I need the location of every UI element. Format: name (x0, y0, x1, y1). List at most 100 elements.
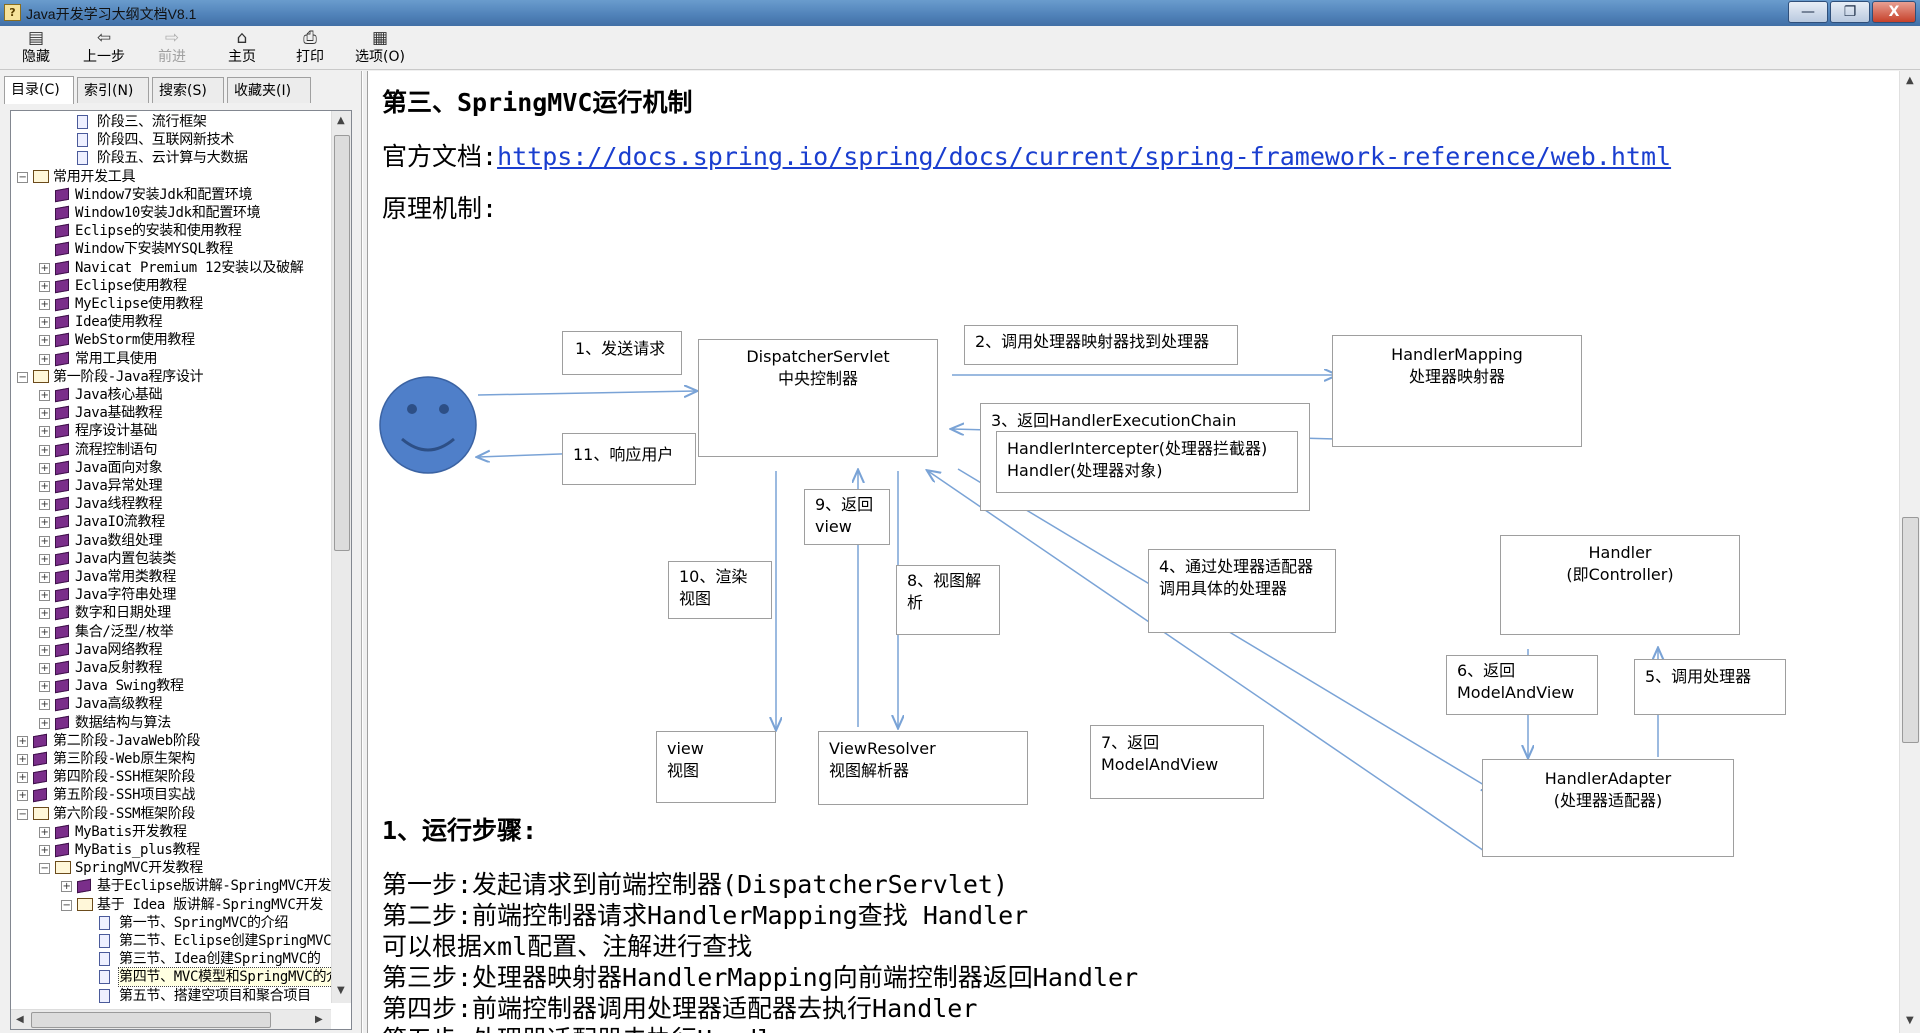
minimize-button[interactable]: — (1788, 1, 1828, 23)
expand-plus-icon[interactable]: + (39, 845, 50, 856)
scroll-left-icon[interactable]: ◀ (16, 1014, 24, 1025)
tree-node[interactable]: +Java核心基础 (11, 386, 331, 404)
tree-node[interactable]: −常用开发工具 (11, 168, 331, 186)
tree-node[interactable]: +Java数组处理 (11, 532, 331, 550)
tab-search[interactable]: 搜索(S) (152, 77, 224, 103)
expand-plus-icon[interactable]: + (39, 426, 50, 438)
expand-plus-icon[interactable]: + (39, 717, 50, 729)
content-scroll-down-icon[interactable]: ▼ (1906, 1015, 1914, 1026)
collapse-minus-icon[interactable]: − (61, 899, 72, 911)
tree-node[interactable]: 阶段五、云计算与大数据 (11, 149, 331, 167)
tree-node[interactable]: 第三节、Idea创建SpringMVC的 (11, 950, 331, 968)
expand-plus-icon[interactable]: + (17, 735, 28, 747)
expand-plus-icon[interactable]: + (39, 663, 50, 674)
content-scroll-up-icon[interactable]: ▲ (1906, 75, 1914, 86)
expand-plus-icon[interactable]: + (39, 826, 50, 838)
tree-hscroll-thumb[interactable] (31, 1012, 271, 1028)
expand-plus-icon[interactable]: + (39, 699, 50, 711)
tree-node[interactable]: +Java网络教程 (11, 641, 331, 659)
tree-node[interactable]: +数字和日期处理 (11, 604, 331, 622)
tree-node[interactable]: +Java线程教程 (11, 495, 331, 513)
tree-vertical-scrollbar[interactable]: ▲ ▼ (331, 111, 351, 1003)
tree-node[interactable]: +JavaIO流教程 (11, 513, 331, 531)
expand-plus-icon[interactable]: + (39, 353, 50, 365)
options-button[interactable]: ▦ 选项(O) (350, 28, 410, 68)
expand-plus-icon[interactable]: + (39, 681, 50, 693)
expand-plus-icon[interactable]: + (39, 280, 50, 292)
expand-plus-icon[interactable]: + (39, 481, 50, 492)
tree-node[interactable]: 第四节、MVC模型和SpringMVC的介绍 (11, 967, 331, 988)
tree-node[interactable]: +基于Eclipse版讲解-SpringMVC开发 (11, 877, 331, 895)
tree-node[interactable]: −基于 Idea 版讲解-SpringMVC开发 (11, 896, 331, 914)
tree-node[interactable]: +WebStorm使用教程 (11, 331, 331, 349)
expand-plus-icon[interactable]: + (39, 317, 50, 329)
tab-favorites[interactable]: 收藏夹(I) (227, 77, 311, 103)
tree-node[interactable]: +Java内置包装类 (11, 550, 331, 568)
tree-node[interactable]: +常用工具使用 (11, 350, 331, 368)
tree-scroll-thumb[interactable] (334, 135, 350, 551)
hide-button[interactable]: ▤ 隐藏 (14, 28, 58, 68)
forward-button[interactable]: ⇨ 前进 (150, 28, 194, 68)
tree-node[interactable]: +Java反射教程 (11, 659, 331, 677)
tree-node[interactable]: 第五节、搭建空项目和聚合项目 (11, 987, 331, 1003)
tree-node[interactable]: +流程控制语句 (11, 441, 331, 459)
expand-plus-icon[interactable]: + (39, 462, 50, 474)
collapse-minus-icon[interactable]: − (17, 371, 28, 383)
back-button[interactable]: ⇦ 上一步 (76, 28, 132, 68)
expand-plus-icon[interactable]: + (39, 262, 50, 274)
tree-node[interactable]: 第二节、Eclipse创建SpringMVC (11, 932, 331, 950)
scroll-down-icon[interactable]: ▼ (337, 985, 345, 996)
tree-node[interactable]: +MyBatis_plus教程 (11, 841, 331, 859)
tree-node[interactable]: +Java基础教程 (11, 404, 331, 422)
home-button[interactable]: ⌂ 主页 (220, 28, 264, 68)
expand-plus-icon[interactable]: + (39, 390, 50, 401)
collapse-minus-icon[interactable]: − (17, 171, 28, 183)
tree-node[interactable]: −第六阶段-SSM框架阶段 (11, 805, 331, 823)
expand-plus-icon[interactable]: + (39, 499, 50, 511)
tree-node[interactable]: −SpringMVC开发教程 (11, 859, 331, 877)
expand-plus-icon[interactable]: + (39, 444, 50, 456)
expand-plus-icon[interactable]: + (17, 772, 28, 784)
tree-node[interactable]: +程序设计基础 (11, 422, 331, 440)
expand-plus-icon[interactable]: + (39, 535, 50, 547)
tree-node[interactable]: +第二阶段-JavaWeb阶段 (11, 732, 331, 750)
print-button[interactable]: ⎙ 打印 (288, 28, 332, 68)
expand-plus-icon[interactable]: + (39, 626, 50, 638)
tree-node[interactable]: Window7安装Jdk和配置环境 (11, 186, 331, 204)
content-vertical-scrollbar[interactable]: ▲ ▼ (1899, 71, 1920, 1033)
expand-plus-icon[interactable]: + (39, 608, 50, 620)
tree-node[interactable]: +数据结构与算法 (11, 714, 331, 732)
tree-horizontal-scrollbar[interactable]: ◀ ▶ (11, 1009, 331, 1029)
expand-plus-icon[interactable]: + (39, 572, 50, 583)
tree-node[interactable]: +MyEclipse使用教程 (11, 295, 331, 313)
expand-plus-icon[interactable]: + (61, 881, 72, 893)
tree-node[interactable]: +集合/泛型/枚举 (11, 623, 331, 641)
pane-splitter[interactable] (362, 71, 368, 1033)
tree-node[interactable]: Eclipse的安装和使用教程 (11, 222, 331, 240)
expand-plus-icon[interactable]: + (17, 790, 28, 802)
tree-node[interactable]: −第一阶段-Java程序设计 (11, 368, 331, 386)
scroll-up-icon[interactable]: ▲ (337, 115, 345, 126)
tree-node[interactable]: 第一节、SpringMVC的介绍 (11, 914, 331, 932)
tree-node[interactable]: 阶段四、互联网新技术 (11, 131, 331, 149)
tree-node[interactable]: +Navicat Premium 12安装以及破解 (11, 259, 331, 277)
tab-index[interactable]: 索引(N) (77, 77, 149, 103)
tree-node[interactable]: +Eclipse使用教程 (11, 277, 331, 295)
tree-node[interactable]: +Java Swing教程 (11, 677, 331, 695)
tree-node[interactable]: +Java面向对象 (11, 459, 331, 477)
collapse-minus-icon[interactable]: − (17, 808, 28, 820)
expand-plus-icon[interactable]: + (17, 754, 28, 765)
expand-plus-icon[interactable]: + (39, 408, 50, 420)
tree-node[interactable]: +MyBatis开发教程 (11, 823, 331, 841)
collapse-minus-icon[interactable]: − (39, 863, 50, 875)
tree-node[interactable]: Window10安装Jdk和配置环境 (11, 204, 331, 222)
tree-node[interactable]: +Java字符串处理 (11, 586, 331, 604)
tree-node[interactable]: Window下安装MYSQL教程 (11, 240, 331, 258)
tree-node[interactable]: +Java异常处理 (11, 477, 331, 495)
expand-plus-icon[interactable]: + (39, 553, 50, 565)
content-scroll-thumb[interactable] (1902, 517, 1919, 743)
expand-plus-icon[interactable]: + (39, 335, 50, 347)
tab-contents[interactable]: 目录(C) (4, 76, 74, 104)
tree-node[interactable]: +Java常用类教程 (11, 568, 331, 586)
scroll-right-icon[interactable]: ▶ (315, 1014, 323, 1025)
